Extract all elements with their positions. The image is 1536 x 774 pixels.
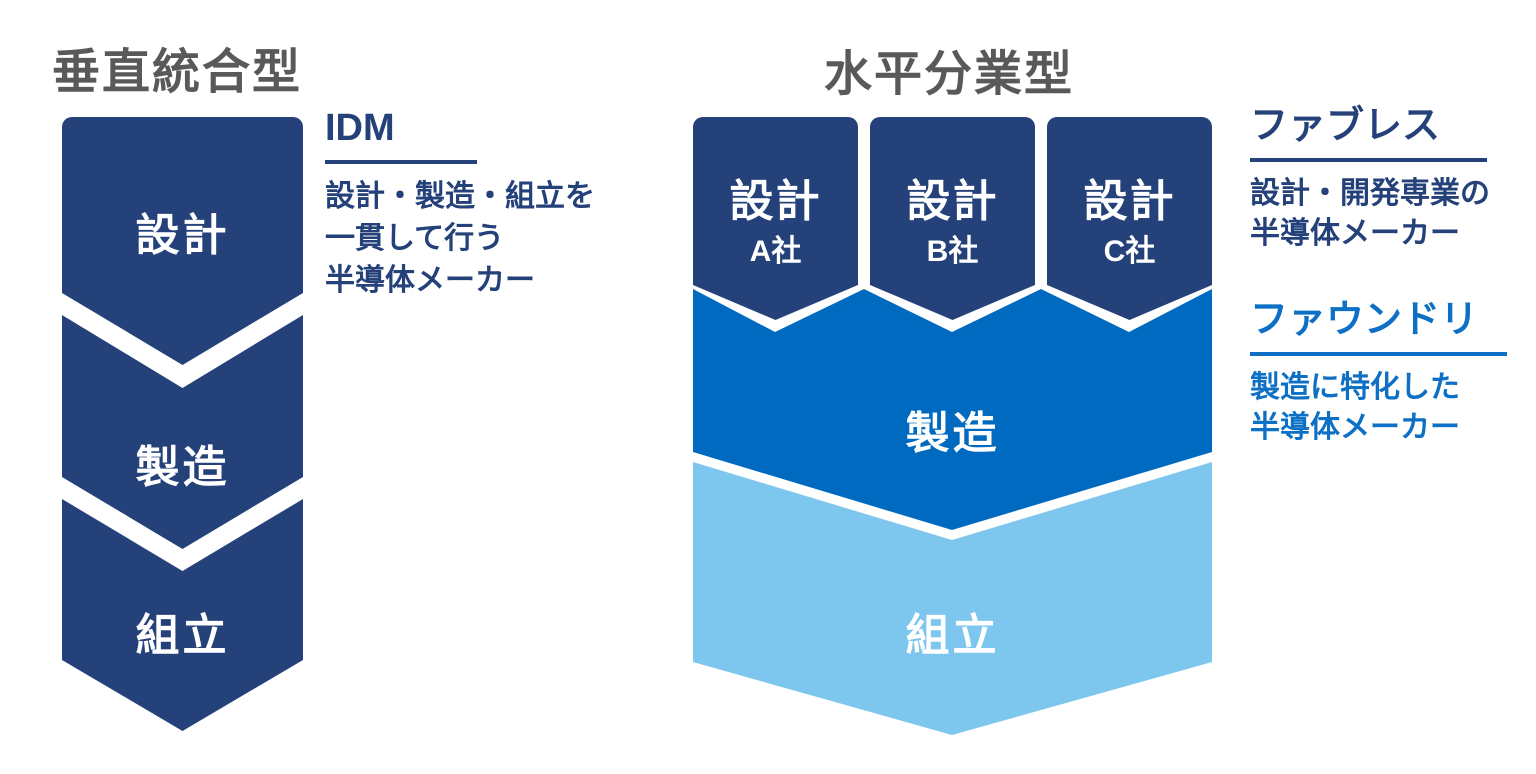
assembly-label: 組立: [905, 611, 1000, 660]
idm-description-line: 設計・製造・組立を: [325, 179, 595, 213]
fabless-description-line: 半導体メーカー: [1250, 216, 1460, 250]
company-a-label: A社: [749, 235, 802, 268]
fabless-description-line: 設計・開発専業の: [1250, 176, 1490, 210]
fabless-description: 設計・開発専業の 半導体メーカー: [1250, 174, 1536, 254]
foundry-description: 製造に特化した 半導体メーカー: [1250, 368, 1536, 448]
idm-description-line: 一貫して行う: [325, 221, 505, 255]
idm-process-stack: 設計 製造 組立: [62, 117, 303, 731]
design-label: 設計: [1083, 177, 1176, 226]
horizontal-division-stack: 設計 A社 設計 B社 設計 C社 製造 組立: [693, 117, 1212, 735]
horizontal-division-title: 水平分業型: [824, 48, 1075, 101]
foundry-heading: ファウンドリ: [1250, 299, 1507, 356]
design-chevron-company-a: 設計 A社: [693, 117, 858, 320]
design-label: 設計: [906, 177, 999, 226]
design-chevron-company-c: 設計 C社: [1047, 117, 1212, 320]
foundry-description-line: 半導体メーカー: [1250, 410, 1460, 444]
idm-annotation: IDM 設計・製造・組立を 一貫して行う 半導体メーカー: [325, 107, 655, 302]
fabless-heading: ファブレス: [1250, 105, 1487, 162]
foundry-description-line: 製造に特化した: [1250, 370, 1460, 404]
process-segment-design: 設計: [62, 117, 303, 365]
company-c-label: C社: [1103, 235, 1156, 268]
design-label: 設計: [729, 177, 822, 226]
vertical-integration-title: 垂直統合型: [52, 46, 303, 99]
idm-description-line: 半導体メーカー: [325, 263, 535, 297]
assembly-label: 組立: [135, 611, 230, 660]
company-b-label: B社: [926, 235, 979, 268]
design-chevron-company-b: 設計 B社: [870, 117, 1035, 320]
manufacturing-label: 製造: [135, 443, 230, 492]
design-label: 設計: [135, 211, 230, 260]
idm-description: 設計・製造・組立を 一貫して行う 半導体メーカー: [325, 176, 655, 302]
manufacturing-label: 製造: [905, 409, 1000, 458]
right-annotations: ファブレス 設計・開発専業の 半導体メーカー ファウンドリ 製造に特化した 半導…: [1250, 105, 1536, 448]
idm-heading: IDM: [325, 107, 477, 164]
